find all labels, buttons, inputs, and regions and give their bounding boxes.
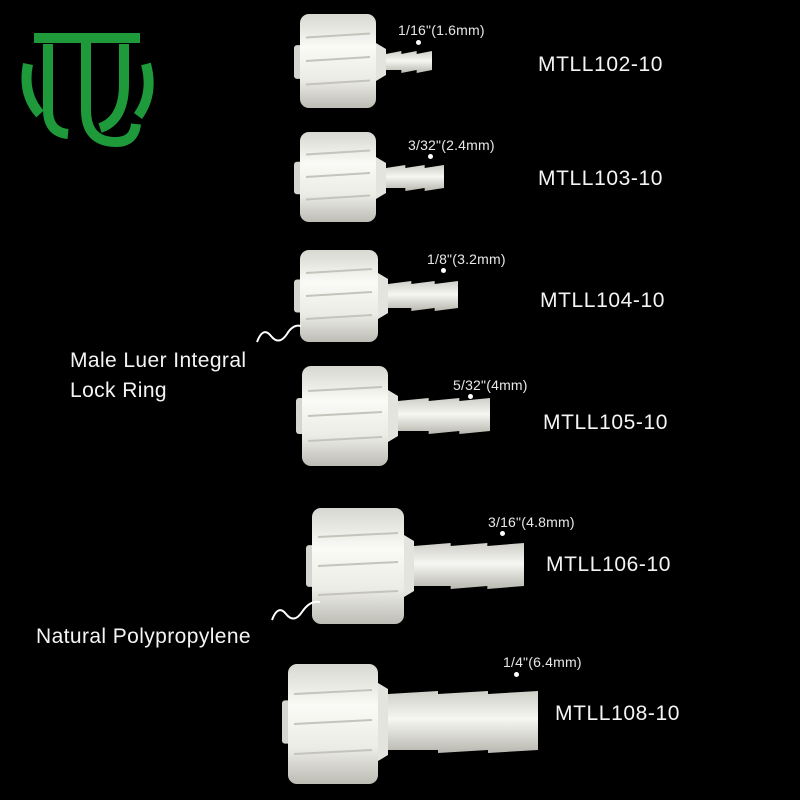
size-label-5: 3/16"(4.8mm) bbox=[488, 514, 575, 530]
size-marker-dot bbox=[514, 672, 519, 677]
hose-barb bbox=[386, 165, 444, 191]
fitting-neck bbox=[388, 390, 398, 442]
thread-line bbox=[317, 532, 399, 538]
thread-line bbox=[305, 291, 373, 297]
lock-ring-callout-line2: Lock Ring bbox=[70, 379, 167, 402]
material-leader-line bbox=[271, 600, 321, 621]
size-label-4: 5/32"(4mm) bbox=[453, 377, 528, 393]
size-marker-dot bbox=[428, 154, 433, 159]
thread-line bbox=[307, 386, 383, 392]
size-marker-dot bbox=[441, 268, 446, 273]
size-label-3: 1/8"(3.2mm) bbox=[427, 251, 506, 267]
thread-line bbox=[305, 314, 373, 320]
hose-barb bbox=[388, 281, 458, 311]
lock-ring-callout-line1: Male Luer Integral bbox=[70, 349, 247, 372]
thread-line bbox=[305, 149, 371, 156]
part-number-1: MTLL102-10 bbox=[538, 53, 664, 76]
part-number-5: MTLL106-10 bbox=[546, 553, 672, 576]
thread-line bbox=[317, 590, 399, 596]
thread-line bbox=[305, 56, 371, 62]
thread-line bbox=[293, 689, 373, 695]
size-label-6: 1/4"(6.4mm) bbox=[503, 654, 582, 670]
lock-ring-leader-line bbox=[256, 324, 302, 343]
brand-logo-icon bbox=[21, 33, 154, 148]
thread-line bbox=[317, 561, 399, 567]
size-label-2: 3/32"(2.4mm) bbox=[408, 137, 495, 153]
part-number-3: MTLL104-10 bbox=[540, 289, 666, 312]
thread-line bbox=[293, 719, 373, 725]
thread-line bbox=[305, 79, 371, 86]
part-number-4: MTLL105-10 bbox=[543, 411, 669, 434]
size-marker-dot bbox=[416, 40, 421, 45]
hose-barb bbox=[386, 51, 432, 73]
material-callout: Natural Polypropylene bbox=[36, 625, 252, 648]
fitting-neck bbox=[404, 535, 414, 597]
lock-ring-callout: Male Luer Integral Lock Ring bbox=[70, 346, 246, 406]
thread-line bbox=[305, 194, 371, 201]
hose-barb bbox=[414, 543, 524, 589]
fitting-neck bbox=[376, 157, 386, 199]
fitting-neck bbox=[378, 683, 388, 761]
luer-fitting bbox=[306, 508, 524, 624]
thread-line bbox=[305, 268, 373, 274]
luer-fitting bbox=[296, 366, 490, 466]
luer-fitting bbox=[294, 250, 458, 342]
size-marker-dot bbox=[468, 394, 473, 399]
thread-line bbox=[307, 436, 383, 442]
part-number-6: MTLL108-10 bbox=[555, 702, 681, 725]
luer-fitting bbox=[282, 664, 538, 784]
luer-fitting bbox=[294, 132, 444, 222]
thread-line bbox=[305, 32, 371, 39]
thread-line bbox=[293, 749, 373, 755]
fitting-neck bbox=[378, 273, 388, 319]
luer-fitting bbox=[294, 14, 432, 108]
thread-line bbox=[307, 411, 383, 417]
size-label-1: 1/16"(1.6mm) bbox=[398, 22, 485, 38]
size-marker-dot bbox=[500, 531, 505, 536]
thread-line bbox=[305, 172, 371, 178]
part-number-2: MTLL103-10 bbox=[538, 167, 664, 190]
fitting-neck bbox=[376, 43, 386, 81]
hose-barb bbox=[398, 398, 490, 434]
hose-barb bbox=[388, 691, 538, 753]
